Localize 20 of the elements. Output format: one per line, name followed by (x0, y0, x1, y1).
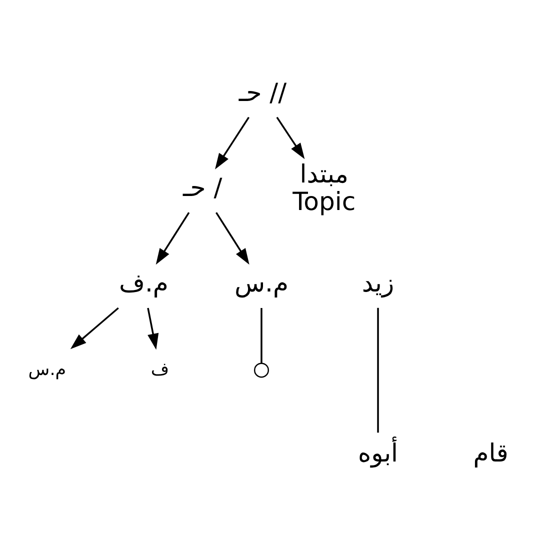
node-text: حـ // (238, 77, 287, 106)
node-text: حـ / (182, 172, 222, 202)
connector (377, 307, 379, 432)
arrow (70, 306, 119, 349)
node-text: ف (150, 359, 170, 380)
arrow (215, 116, 250, 169)
node-text: م.س (28, 359, 66, 380)
node-text: مبتدا (300, 158, 348, 188)
arrow (216, 212, 250, 264)
arrow (147, 307, 159, 350)
node-label: Topic (292, 186, 356, 216)
node-text: أبوه (358, 438, 398, 468)
node-text: م.س (234, 268, 289, 297)
node-text: قام (473, 438, 508, 468)
arrow (276, 116, 305, 159)
connector (260, 308, 262, 363)
node-circle (254, 362, 269, 378)
arrow (156, 212, 190, 264)
node-text: م.ف (118, 268, 168, 297)
node-text: زيد (362, 268, 394, 297)
